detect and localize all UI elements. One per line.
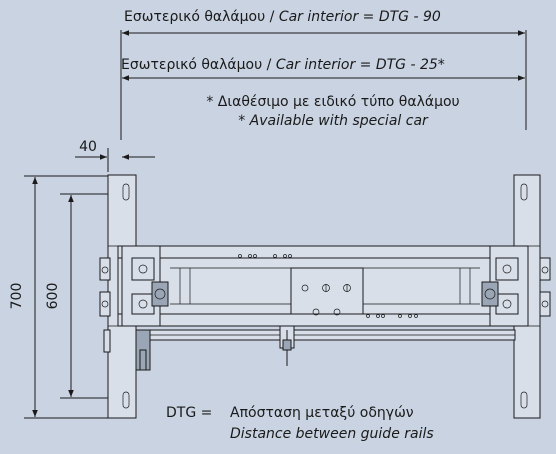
right-guide-shoe	[481, 245, 551, 327]
center-plate-holes	[301, 284, 351, 316]
dimension-car-interior-90: Εσωτερικό θαλάμου / Car interior = DTG -…	[120, 9, 527, 140]
center-plate	[290, 267, 364, 315]
dimension-car-interior-25: Εσωτερικό θαλάμου / Car interior = DTG -…	[121, 57, 525, 129]
dimension-label-top1: Εσωτερικό θαλάμου / Car interior = DTG -…	[124, 9, 441, 25]
left-lubricator-tip	[139, 349, 147, 371]
center-safety-link	[279, 325, 295, 366]
frame-holes-bottom	[366, 314, 418, 318]
legend-key: DTG =	[166, 405, 212, 421]
car-frame	[117, 245, 527, 341]
left-shoe-roller	[151, 281, 169, 307]
legend-english: Distance between guide rails	[230, 426, 434, 442]
right-shoe-bracket-top	[539, 257, 551, 281]
left-guide-shoe	[99, 245, 169, 371]
dimension-height-700: 700	[9, 175, 108, 419]
right-shoe-bottom	[495, 293, 519, 315]
right-shoe-roller	[481, 281, 499, 307]
left-shoe-bracket-top	[99, 257, 111, 281]
label-600: 600	[45, 283, 61, 310]
left-rail-slot-top	[122, 183, 130, 201]
legend: DTG = Απόσταση μεταξύ οδηγών Distance be…	[166, 405, 434, 442]
note-english: * Available with special car	[238, 113, 429, 129]
left-rail-slot-bottom	[122, 391, 130, 409]
right-shoe-bracket-mid	[539, 291, 551, 317]
left-shoe-bracket-low	[103, 329, 111, 353]
right-rail-slot-top	[520, 183, 528, 201]
right-rail-slot-bottom	[520, 391, 528, 409]
dimension-height-600: 600	[45, 193, 108, 399]
left-shoe-bracket-mid	[99, 291, 111, 317]
left-shoe-bottom	[131, 293, 155, 315]
note-greek: * Διαθέσιμο με ειδικό τύπο θαλάμου	[206, 94, 459, 110]
dimension-rail-width: 40	[75, 139, 155, 172]
rail-width-label: 40	[79, 139, 97, 155]
legend-greek: Απόσταση μεταξύ οδηγών	[230, 405, 414, 421]
left-shoe-top	[131, 257, 155, 281]
right-shoe-top	[495, 257, 519, 281]
label-700: 700	[9, 283, 25, 310]
frame-holes-top	[238, 254, 292, 258]
dimension-label-top2: Εσωτερικό θαλάμου / Car interior = DTG -…	[121, 57, 445, 73]
